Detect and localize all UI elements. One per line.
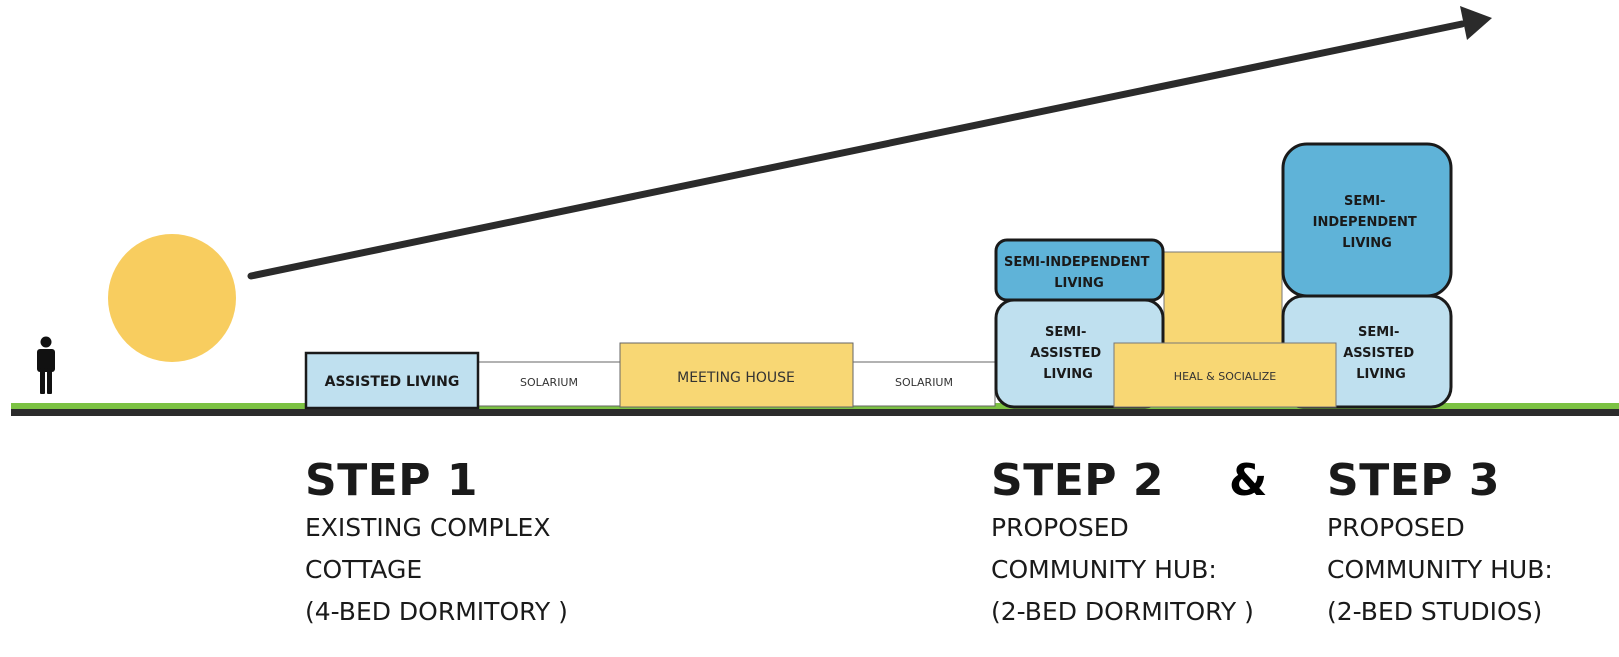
meeting-house-label: MEETING HOUSE <box>677 370 795 386</box>
ground-line <box>11 409 1619 416</box>
solarium-building <box>477 361 621 407</box>
assisted-living-label: ASSISTED LIVING <box>325 374 460 390</box>
semi-independent-living-building <box>994 238 1165 302</box>
meeting-house-building <box>619 342 854 408</box>
step-1-heading: STEP 1 <box>305 455 478 506</box>
person-icon <box>37 336 55 394</box>
step-1-caption: STEP 1 EXISTING COMPLEX COTTAGE (4-BED D… <box>305 455 568 633</box>
step-3-line: COMMUNITY HUB: <box>1327 555 1553 584</box>
semi-independent-living-label: SEMI- INDEPENDENT LIVING <box>1313 194 1422 251</box>
heal-socialize-building <box>1113 342 1337 408</box>
step-3-line: PROPOSED <box>1327 513 1465 542</box>
step-2-caption: STEP 2 PROPOSED COMMUNITY HUB: (2-BED DO… <box>991 455 1254 633</box>
step-3-line: (2-BED STUDIOS) <box>1327 597 1543 626</box>
solarium-label: SOLARIUM <box>895 376 953 389</box>
semi-assisted-living-label: SEMI- ASSISTED LIVING <box>1030 325 1105 382</box>
step-1-line: (4-BED DORMITORY ) <box>305 597 568 626</box>
step-2-line: (2-BED DORMITORY ) <box>991 597 1254 626</box>
semi-assisted-living-label: SEMI- ASSISTED LIVING <box>1343 325 1418 382</box>
ampersand: & <box>1229 455 1268 506</box>
step-3-caption: STEP 3 PROPOSED COMMUNITY HUB: (2-BED ST… <box>1327 455 1553 633</box>
heal-socialize-label: HEAL & SOCIALIZE <box>1174 370 1276 383</box>
sun-icon <box>108 234 236 362</box>
arrow-right-icon <box>247 6 1492 280</box>
step-2-line: COMMUNITY HUB: <box>991 555 1217 584</box>
step-2-line: PROPOSED <box>991 513 1129 542</box>
step-2-heading: STEP 2 <box>991 455 1164 506</box>
solarium-label: SOLARIUM <box>520 376 578 389</box>
semi-independent-living-label: SEMI-INDEPENDENT LIVING <box>1004 255 1154 291</box>
step-1-line: EXISTING COMPLEX <box>305 513 551 542</box>
assisted-living-building <box>304 351 480 410</box>
step-1-line: COTTAGE <box>305 555 423 584</box>
step-3-heading: STEP 3 <box>1327 455 1500 506</box>
